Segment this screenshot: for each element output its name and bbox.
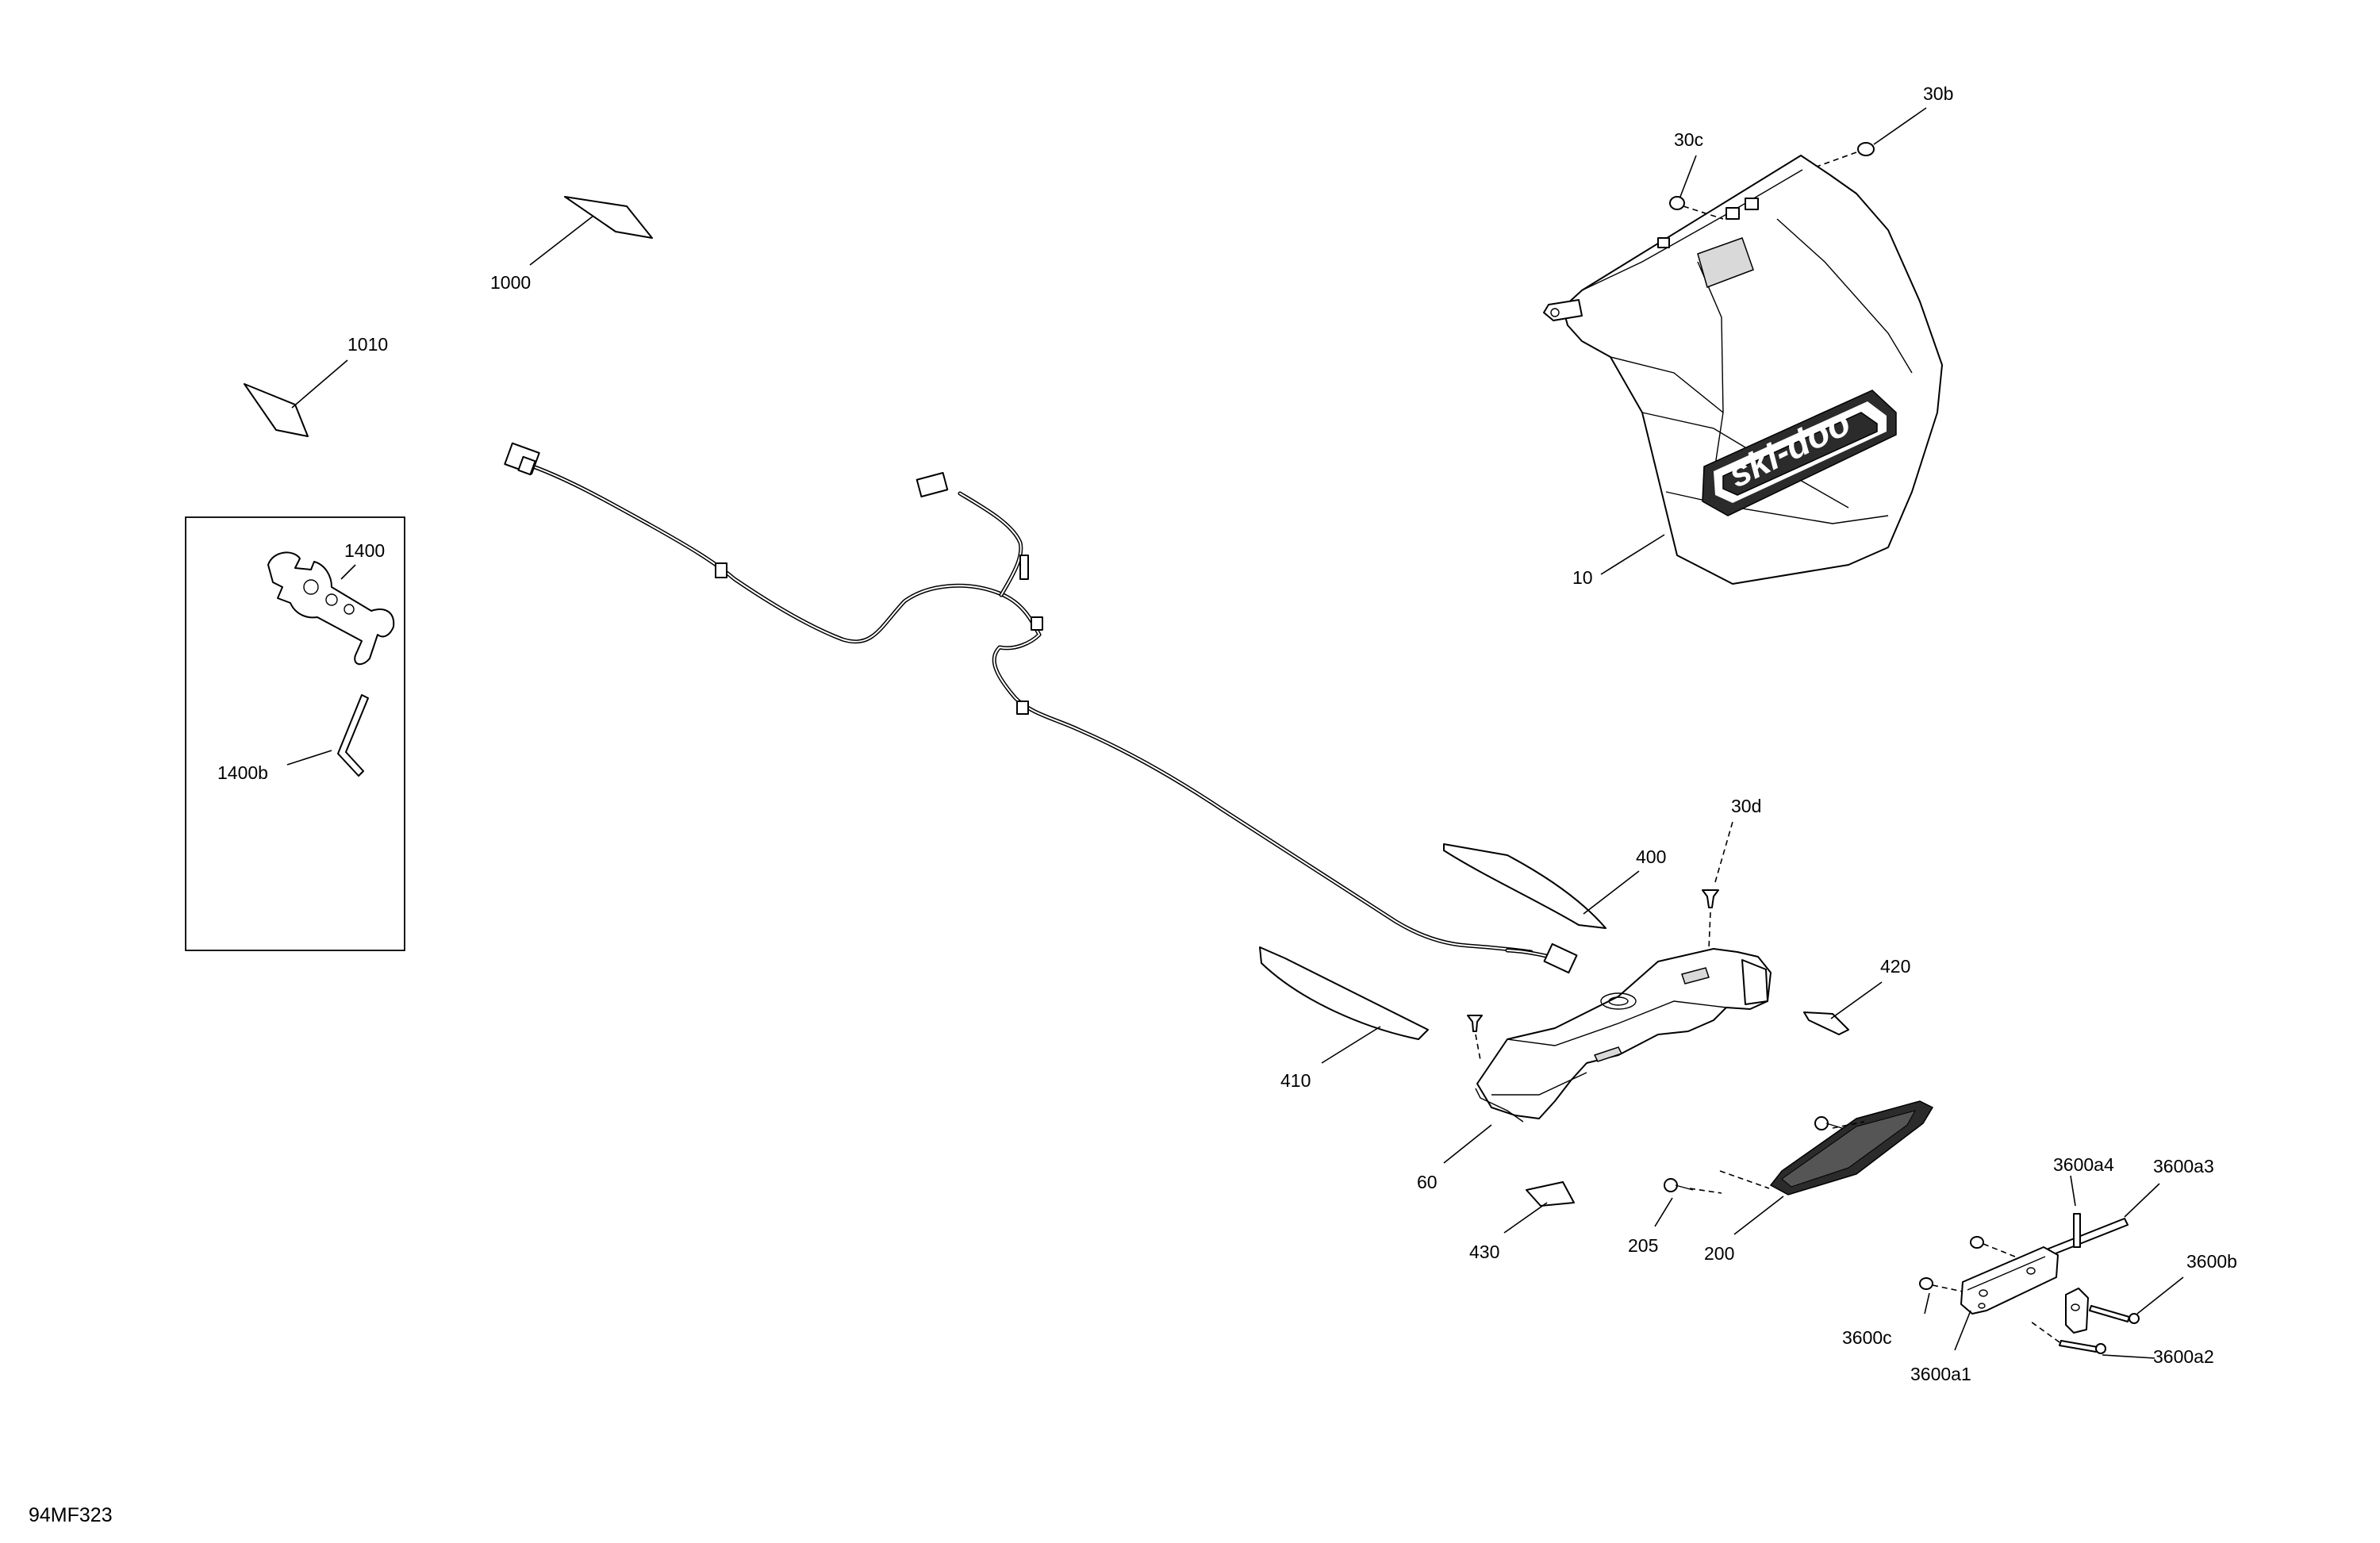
label-400: 400: [1636, 846, 1666, 867]
label-30c: 30c: [1674, 129, 1703, 150]
snow-flap-drawing: ski-doo: [1543, 155, 1943, 585]
label-205: 205: [1628, 1235, 1658, 1256]
label-30b: 30b: [1923, 83, 1953, 104]
label-3600c: 3600c: [1842, 1327, 1892, 1348]
tool-kit-frame: [185, 516, 405, 951]
fastener-30d-drawing: [1702, 821, 1733, 950]
label-3600b: 3600b: [2186, 1251, 2237, 1272]
label-420: 420: [1880, 956, 1910, 977]
label-30d: 30d: [1731, 796, 1761, 816]
label-1400: 1400: [344, 540, 385, 561]
label-3600a1: 3600a1: [1910, 1364, 1971, 1384]
fastener-30b-drawing: [1816, 107, 1927, 167]
hex-key-drawing: [286, 694, 369, 777]
decal-430-drawing: [1503, 1181, 1575, 1234]
label-3600a3: 3600a3: [2153, 1156, 2214, 1176]
label-3600a4: 3600a4: [2053, 1154, 2114, 1175]
decal-1000-drawing: [529, 196, 653, 266]
tail-light-drawing: [1719, 1100, 1934, 1235]
document-code: 94MF323: [29, 1504, 113, 1526]
decal-400-drawing: [1443, 843, 1640, 929]
label-10: 10: [1572, 567, 1593, 588]
label-1400b: 1400b: [217, 762, 268, 783]
label-430: 430: [1469, 1242, 1499, 1262]
fastener-near-60-drawing: [1467, 1015, 1483, 1061]
bracket-kit-drawing: [1919, 1175, 2184, 1359]
rear-cover-drawing: [1443, 948, 1772, 1164]
label-60: 60: [1417, 1172, 1438, 1192]
decal-410-drawing: [1259, 946, 1429, 1064]
fastener-30c-drawing: [1669, 155, 1724, 220]
wiring-harness-drawing: [504, 442, 1578, 974]
spanner-wrench-drawing: [267, 551, 395, 666]
label-200: 200: [1704, 1243, 1734, 1264]
decal-1010-drawing: [244, 359, 348, 437]
decal-420-drawing: [1803, 981, 1883, 1035]
label-410: 410: [1280, 1070, 1311, 1091]
label-1010: 1010: [347, 334, 388, 355]
screw-205-drawing: [1654, 1116, 1843, 1227]
label-1000: 1000: [490, 272, 531, 293]
label-3600a2: 3600a2: [2153, 1346, 2214, 1367]
